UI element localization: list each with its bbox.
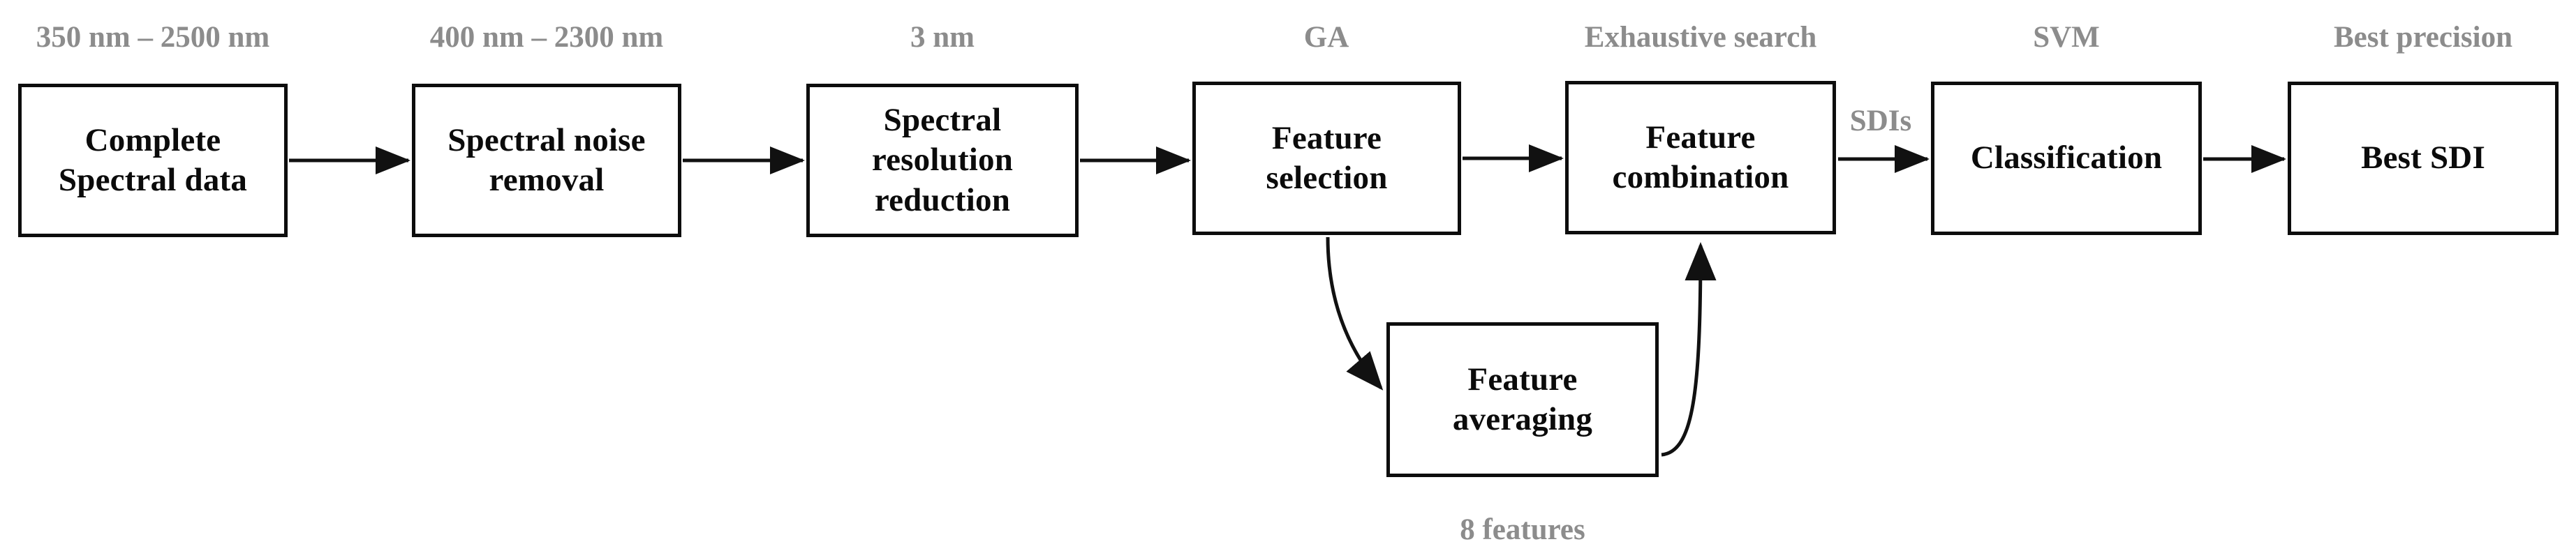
node-label: Classification: [1970, 140, 2163, 176]
node-label: Spectral noise removal: [447, 121, 646, 198]
edge-averaging-to-combination: [1661, 242, 1717, 457]
annotation-sdis-edge-label: SDIs: [1849, 105, 1912, 137]
edge-selection-to-averaging: [1326, 236, 1384, 391]
node-feature-selection[interactable]: Feature selection: [1192, 82, 1461, 235]
annotation-feature-combination-method: Exhaustive search: [1584, 21, 1817, 54]
annotation-outcome-criterion: Best precision: [2333, 21, 2513, 54]
node-label: Feature averaging: [1452, 361, 1593, 437]
node-complete-spectral-data[interactable]: Complete Spectral data: [18, 84, 288, 237]
node-classification[interactable]: Classification: [1931, 82, 2202, 235]
node-spectral-noise-removal[interactable]: Spectral noise removal: [412, 84, 681, 237]
node-best-sdi[interactable]: Best SDI: [2288, 82, 2559, 235]
annotation-feature-selection-method: GA: [1303, 21, 1349, 54]
node-label: Best SDI: [2361, 140, 2485, 176]
annotation-spectral-range-trimmed: 400 nm – 2300 nm: [429, 21, 664, 54]
annotation-resolution-step: 3 nm: [910, 21, 975, 54]
node-feature-averaging[interactable]: Feature averaging: [1386, 322, 1659, 477]
node-spectral-resolution-reduction[interactable]: Spectral resolution reduction: [806, 84, 1079, 237]
node-label: Complete Spectral data: [58, 121, 248, 198]
annotation-classifier-name: SVM: [2033, 21, 2100, 54]
node-label: Feature selection: [1266, 119, 1388, 196]
annotation-feature-count: 8 features: [1460, 513, 1585, 546]
annotation-spectral-range-full: 350 nm – 2500 nm: [36, 21, 270, 54]
node-feature-combination[interactable]: Feature combination: [1565, 81, 1836, 234]
node-label: Feature combination: [1612, 119, 1789, 195]
node-label: Spectral resolution reduction: [871, 102, 1014, 218]
